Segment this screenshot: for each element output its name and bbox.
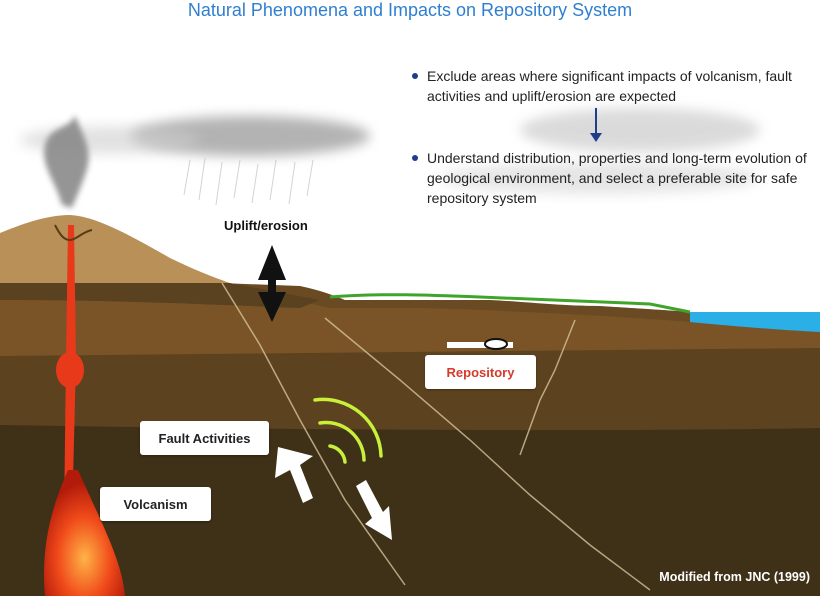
- fault-movement-arrows: [275, 447, 392, 540]
- magma-pocket: [56, 352, 84, 388]
- grass-line: [329, 293, 691, 314]
- down-arrow-icon: [590, 108, 602, 142]
- bullet-item: Understand distribution, properties and …: [410, 148, 810, 208]
- plateau-surface: [220, 283, 690, 322]
- seismic-waves: [313, 397, 383, 464]
- crater-vent: [54, 224, 93, 242]
- volcanic-smoke: [43, 115, 89, 208]
- arrow-gap: [410, 106, 810, 148]
- bullet-dot-icon: [412, 73, 418, 79]
- fault-activities-label: Fault Activities: [140, 421, 269, 455]
- bullet-item: Exclude areas where significant impacts …: [410, 66, 810, 106]
- rain: [183, 157, 314, 206]
- volcano-cone: [0, 215, 230, 283]
- repository-shaft: [484, 338, 508, 350]
- repository-tunnel: [447, 342, 513, 348]
- fault-lines: [221, 282, 651, 591]
- source-credit: Modified from JNC (1999): [659, 570, 810, 584]
- bullet-text: Understand distribution, properties and …: [427, 150, 807, 206]
- page-title: Natural Phenomena and Impacts on Reposit…: [187, 0, 633, 20]
- uplift-erosion-arrow: [258, 245, 286, 322]
- repository-label: Repository: [425, 355, 536, 389]
- sea: [690, 312, 820, 332]
- bullet-dot-icon: [412, 155, 418, 161]
- cloud: [520, 108, 760, 152]
- magma-chamber: [44, 470, 125, 596]
- bullet-text: Exclude areas where significant impacts …: [427, 68, 792, 104]
- volcanism-label: Volcanism: [100, 487, 211, 521]
- cloud: [440, 162, 760, 194]
- volcano-base: [0, 283, 320, 308]
- middle-stratum: [0, 345, 820, 431]
- bullet-list: Exclude areas where significant impacts …: [410, 66, 810, 208]
- uplift-erosion-label: Uplift/erosion: [224, 218, 308, 233]
